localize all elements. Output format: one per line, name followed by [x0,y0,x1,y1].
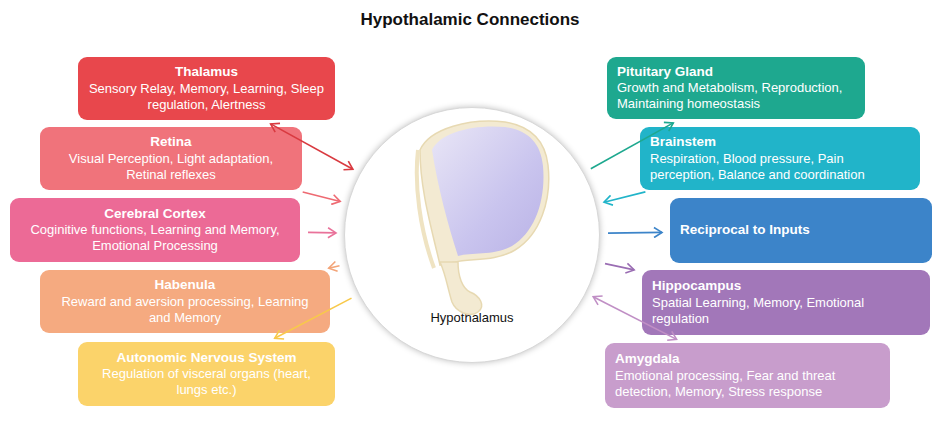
node-heading: Thalamus [88,64,325,80]
node-heading: Brainstem [650,134,910,150]
connection-arrow [591,123,674,169]
node-description: Regulation of visceral organs (heart, lu… [88,366,325,398]
node-description: Sensory Relay, Memory, Learning, Sleep r… [88,81,325,113]
node-heading: Retina [50,134,292,150]
node-description: Reward and aversion processing, Learning… [50,294,320,326]
connection-arrow [271,124,353,169]
node-description: Coginitive functions, Learning and Memor… [20,222,290,254]
ans-box: Autonomic Nervous SystemRegulation of vi… [78,342,335,406]
retina-box: RetinaVisual Perception, Light adaptatio… [40,127,302,190]
connection-arrow [303,192,341,202]
node-heading: Hypothalamus [430,310,513,326]
node-heading: Pituitary Gland [617,64,855,80]
node-description: Emotional processing, Fear and threat de… [615,368,880,400]
connection-arrow [275,298,352,338]
habenula-box: HabenulaReward and aversion processing, … [40,270,330,333]
cortex-box: Cerebral CortexCoginitive functions, Lea… [10,198,300,262]
node-heading: Cerebral Cortex [20,206,290,222]
amygdala-box: AmygdalaEmotional processing, Fear and t… [605,343,890,408]
node-heading: Reciprocal to Inputs [680,222,922,238]
node-heading: Autonomic Nervous System [88,350,325,366]
diagram-title: Hypothalamic Connections [0,10,940,30]
connection-arrow [329,266,340,269]
node-heading: Amygdala [615,351,880,367]
connection-arrow [605,264,634,270]
node-description: Growth and Metabolism, Reproduction, Mai… [617,80,855,112]
node-heading: Habenula [50,277,320,293]
node-description: Visual Perception, Light adaptation, Ret… [50,151,292,183]
connection-arrow [604,192,645,202]
reciprocal-box: Reciprocal to Inputs [670,198,932,263]
node-heading: Hippocampus [652,278,920,294]
pituitary-box: Pituitary GlandGrowth and Metabolism, Re… [607,57,865,119]
connection-arrow [608,232,662,234]
hypothalamus-circle: Hypothalamus [344,107,600,363]
connection-arrow [593,297,676,340]
node-description: Respiration, Blood pressure, Pain percep… [650,151,910,183]
hippocampus-box: HippocampusSpatial Learning, Memory, Emo… [642,270,930,335]
brainstem-box: BrainstemRespiration, Blood pressure, Pa… [640,127,920,190]
connection-arrow [308,232,336,234]
thalamus-box: ThalamusSensory Relay, Memory, Learning,… [78,57,335,120]
node-description: Spatial Learning, Memory, Emotional regu… [652,295,920,327]
